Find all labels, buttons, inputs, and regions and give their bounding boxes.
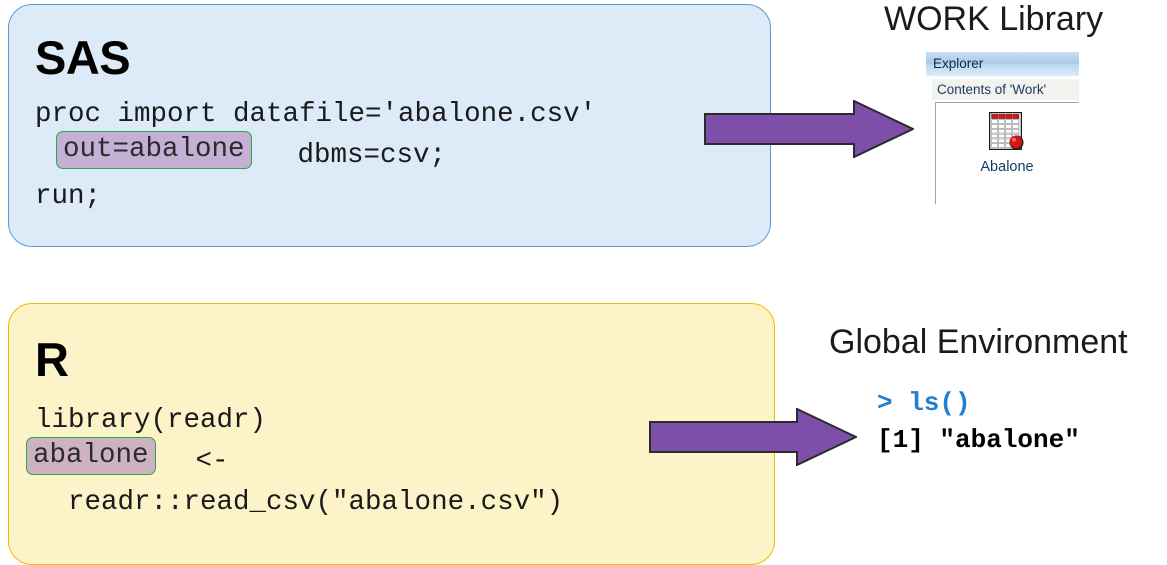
explorer-contents-label: Contents of 'Work'	[937, 82, 1047, 97]
r-abalone-variable-highlight: abalone	[26, 437, 156, 475]
r-language-title: R	[35, 333, 69, 386]
dataset-label-abalone: Abalone	[980, 159, 1034, 175]
r-code-line-3: readr::read_csv("abalone.csv")	[35, 487, 564, 518]
explorer-content-area[interactable]: Abalone	[935, 102, 1079, 204]
sas-code-line-2-suffix: dbms=csv;	[281, 140, 447, 171]
sas-language-title: SAS	[35, 31, 131, 84]
explorer-title-bar[interactable]: Explorer	[926, 52, 1079, 76]
r-to-global-arrow	[649, 408, 857, 466]
sas-code-panel: SAS proc import datafile='abalone.csv' d…	[8, 4, 771, 247]
global-environment-heading: Global Environment	[829, 323, 1128, 361]
sas-code-line-3: run;	[35, 181, 102, 212]
sas-explorer-window[interactable]: Explorer Contents of 'Work'	[926, 52, 1079, 204]
sas-dataset-icon	[989, 112, 1024, 150]
r-code-panel: R library(readr) <- readr::read_csv("aba…	[8, 303, 775, 565]
work-library-heading: WORK Library	[884, 0, 1104, 38]
explorer-title-label: Explorer	[933, 56, 984, 71]
sas-code-line-1: proc import datafile='abalone.csv'	[35, 99, 597, 130]
sas-out-dataset-highlight: out=abalone	[56, 131, 252, 169]
explorer-contents-header: Contents of 'Work'	[932, 78, 1079, 100]
console-result-line: [1] "abalone"	[877, 425, 1080, 455]
console-prompt-line: > ls()	[877, 388, 971, 418]
sas-to-work-arrow	[704, 100, 914, 158]
r-code-line-2-suffix: <-	[179, 446, 229, 477]
dataset-item-abalone[interactable]: Abalone	[964, 108, 1050, 175]
r-code-line-1: library(readr)	[35, 405, 267, 436]
